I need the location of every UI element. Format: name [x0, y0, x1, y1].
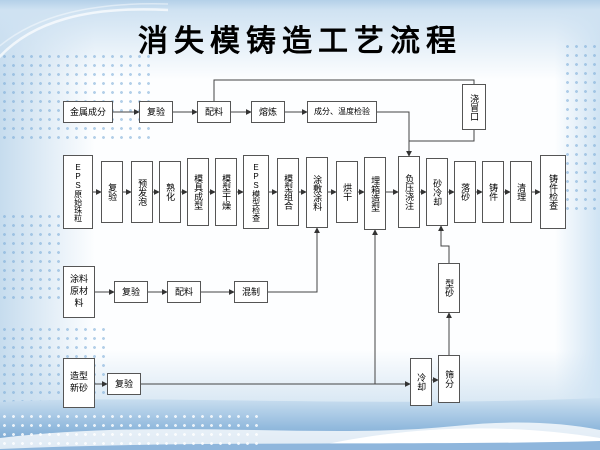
flow-box-comp-temp-check: 成分、温度检验 — [307, 101, 377, 123]
flow-box-pattern-assembly: 模型组合 — [277, 158, 299, 226]
flow-box-curing: 熟化 — [159, 161, 181, 223]
flow-box-molding-sand: 型砂 — [438, 263, 460, 313]
flow-box-melting: 熔炼 — [251, 101, 285, 123]
halftone-dots-right — [563, 42, 600, 212]
flow-box-metal-composition: 金属成分 — [63, 101, 113, 123]
flow-box-sand-cooling: 砂冷却 — [426, 158, 448, 226]
flow-box-new-sand: 造型新砂 — [63, 358, 95, 408]
flow-box-casting-inspection: 铸件检查 — [540, 155, 566, 229]
flow-box-metal-recheck: 复验 — [139, 101, 173, 123]
flow-box-drying: 烘干 — [336, 161, 358, 223]
flow-box-pattern-drying: 模型干燥 — [215, 158, 237, 226]
flow-box-shakeout: 落砂 — [454, 161, 476, 223]
flow-box-eps-raw-beads: EPS原始珠粒 — [63, 155, 93, 229]
halftone-dots-top-left — [0, 52, 150, 140]
flow-box-coating-recheck: 复验 — [114, 281, 148, 303]
flow-box-flask-molding: 埋箱造型 — [364, 157, 386, 230]
flow-box-mold-forming: 模具成型 — [187, 158, 209, 226]
halftone-dots-bottom-band — [0, 412, 260, 446]
flow-box-screening: 筛分 — [438, 355, 460, 403]
flow-box-mixing: 混制 — [234, 281, 268, 303]
flow-box-metal-batching: 配料 — [197, 101, 231, 123]
flow-box-coating-batching: 配料 — [167, 281, 201, 303]
flow-box-coating-raw: 涂料原材料 — [63, 266, 95, 318]
flow-box-pre-foaming: 预发泡 — [131, 161, 153, 223]
top-left-curve-decoration — [0, 3, 169, 59]
flow-box-coating-apply: 涂敷涂料 — [306, 157, 328, 228]
flow-box-casting: 铸件 — [482, 161, 504, 223]
flow-box-eps-pattern-check: EPS模型检查 — [243, 155, 269, 229]
flow-box-eps-recheck: 复验 — [101, 161, 123, 223]
flow-box-sand-recheck: 复验 — [107, 373, 141, 395]
flow-box-cooling: 冷却 — [410, 358, 432, 406]
flow-box-riser: 浇冒口 — [462, 84, 486, 130]
flow-box-vacuum-pouring: 负压浇注 — [398, 156, 420, 228]
slide-title: 消失模铸造工艺流程 — [138, 25, 462, 58]
halftone-dots-left — [0, 212, 60, 304]
flow-box-cleaning: 清理 — [510, 161, 532, 223]
